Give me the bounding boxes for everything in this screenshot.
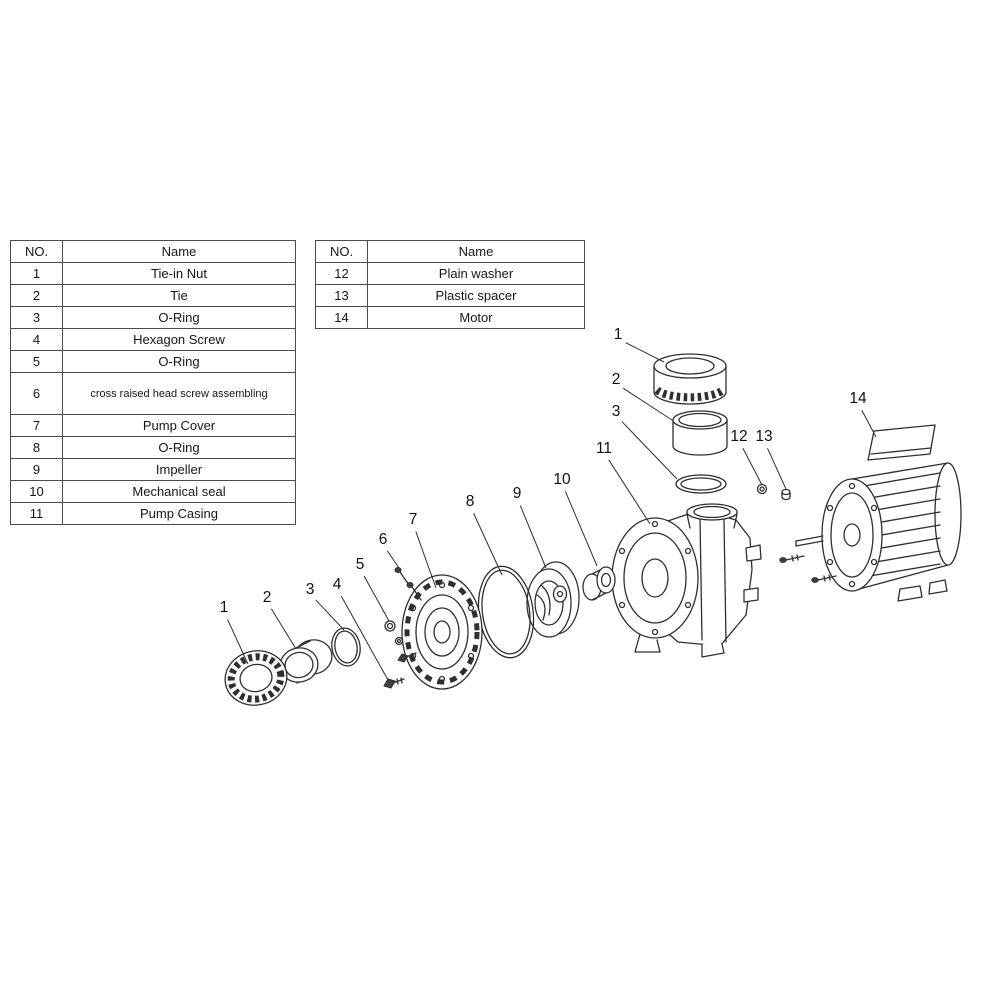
callout-leader <box>608 459 651 525</box>
callout-leader <box>766 448 787 490</box>
callout-number-2: 2 <box>263 589 272 606</box>
callout-leader <box>519 505 547 569</box>
callout-number-5: 5 <box>356 556 365 573</box>
part-motor <box>795 424 962 602</box>
part-tie-bottom <box>279 639 333 684</box>
part-name: Mechanical seal <box>62 480 296 503</box>
callout-leader <box>315 599 345 631</box>
part-name: Pump Casing <box>62 502 296 525</box>
part-name: Motor <box>367 306 585 329</box>
part-name: Pump Cover <box>62 414 296 437</box>
part-tie-in-nut-bottom <box>224 650 288 706</box>
part-tie-in-nut-top <box>653 353 727 405</box>
callout-number-9: 9 <box>513 485 522 502</box>
callout-number-2: 2 <box>612 371 621 388</box>
callout-number-4: 4 <box>333 576 342 593</box>
part-oring-bottom <box>331 627 361 667</box>
part-name: cross raised head screw assembling <box>62 372 296 415</box>
part-oring-top <box>675 474 727 494</box>
callout-leader <box>340 595 389 681</box>
part-name: O-Ring <box>62 436 296 459</box>
callout-number-12: 12 <box>730 428 747 445</box>
callout-leader <box>270 608 297 650</box>
part-no: 11 <box>10 502 63 525</box>
callout-leader <box>386 550 400 569</box>
callout-number-3: 3 <box>306 581 315 598</box>
part-no: 6 <box>10 372 63 415</box>
part-oring-small <box>384 620 404 646</box>
callout-leader <box>622 387 673 421</box>
part-oring-large <box>477 565 535 659</box>
part-motor-screws <box>779 554 837 583</box>
part-tie-top <box>672 410 728 456</box>
callout-number-6: 6 <box>379 531 388 548</box>
callout-number-11: 11 <box>596 440 612 457</box>
part-plain-washer <box>756 483 768 495</box>
callout-leader <box>227 619 249 665</box>
part-hexagon-screw <box>383 652 417 689</box>
callout-leader <box>415 531 437 589</box>
callout-leader <box>621 421 678 480</box>
part-no: 14 <box>315 306 368 329</box>
part-impeller <box>526 561 580 638</box>
part-name: Hexagon Screw <box>62 328 296 351</box>
callout-number-7: 7 <box>409 511 418 528</box>
part-pump-cover <box>401 574 483 690</box>
callout-leader <box>625 342 665 363</box>
callout-number-1: 1 <box>220 599 229 616</box>
callout-number-13: 13 <box>755 428 772 445</box>
part-plastic-spacer <box>781 488 791 501</box>
callout-leader <box>363 575 390 622</box>
part-screws <box>394 567 422 601</box>
part-pump-casing <box>611 503 762 658</box>
callout-number-8: 8 <box>466 493 475 510</box>
callout-leader <box>473 513 503 576</box>
callout-number-10: 10 <box>553 471 571 488</box>
callout-leader <box>861 409 877 438</box>
callout-number-14: 14 <box>849 390 867 407</box>
callout-leader <box>742 447 763 486</box>
callout-number-1: 1 <box>614 326 623 343</box>
callout-number-3: 3 <box>612 403 621 420</box>
callout-leader <box>564 491 598 567</box>
part-mechanical-seal <box>582 566 616 601</box>
